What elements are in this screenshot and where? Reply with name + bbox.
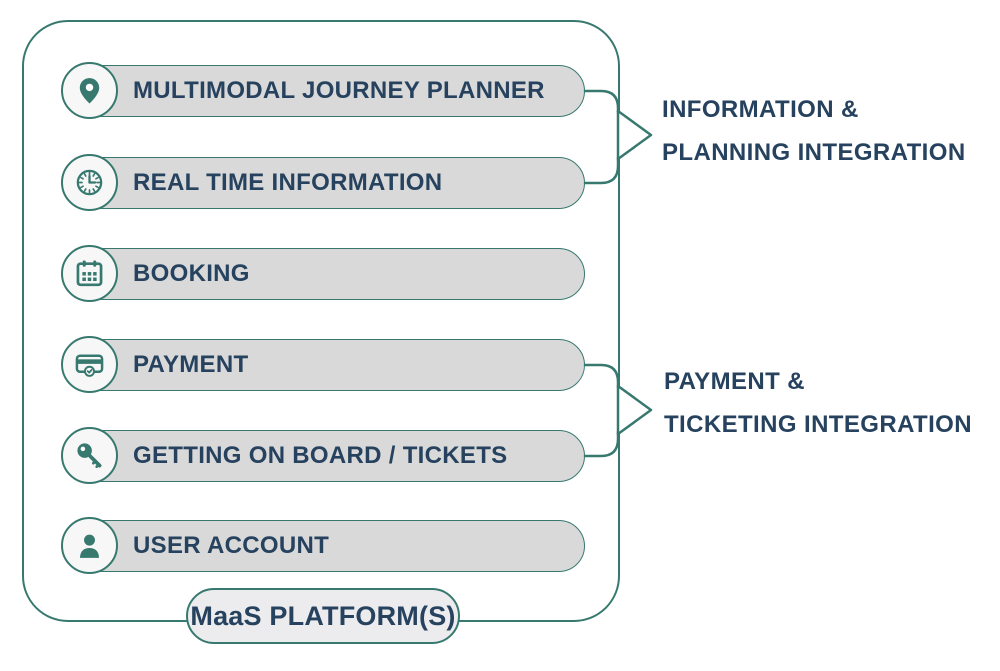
integration-label-line2: TICKETING INTEGRATION [664,411,972,438]
integration-label-information-planning: INFORMATION & PLANNING INTEGRATION [662,88,966,174]
feature-label: BOOKING [133,260,250,287]
feature-label: PAYMENT [133,351,249,378]
location-pin-icon [61,62,118,119]
feature-row-user-account: USER ACCOUNT [61,517,585,574]
feature-label: REAL TIME INFORMATION [133,169,443,196]
feature-label: GETTING ON BOARD / TICKETS [133,442,508,469]
arrowhead-icon [616,384,653,436]
clock-icon [61,154,118,211]
feature-row-booking: BOOKING [61,245,585,302]
user-icon [61,517,118,574]
feature-row-real-time-information: REAL TIME INFORMATION [61,154,585,211]
feature-row-multimodal-journey-planner: MULTIMODAL JOURNEY PLANNER [61,62,585,119]
key-icon [61,427,118,484]
feature-label: USER ACCOUNT [133,532,330,559]
feature-label: MULTIMODAL JOURNEY PLANNER [133,77,545,104]
feature-row-getting-on-board-tickets: GETTING ON BOARD / TICKETS [61,427,585,484]
integration-label-line1: INFORMATION & [662,96,859,123]
integration-label-payment-ticketing: PAYMENT & TICKETING INTEGRATION [664,360,972,446]
maas-platform-label: MaaS PLATFORM(S) [190,600,456,631]
arrowhead-icon [616,109,653,161]
calendar-icon [61,245,118,302]
integration-label-line2: PLANNING INTEGRATION [662,139,966,166]
integration-label-line1: PAYMENT & [664,368,805,395]
credit-card-icon [61,336,118,393]
maas-platform-badge: MaaS PLATFORM(S) [186,588,460,644]
feature-row-payment: PAYMENT [61,336,585,393]
